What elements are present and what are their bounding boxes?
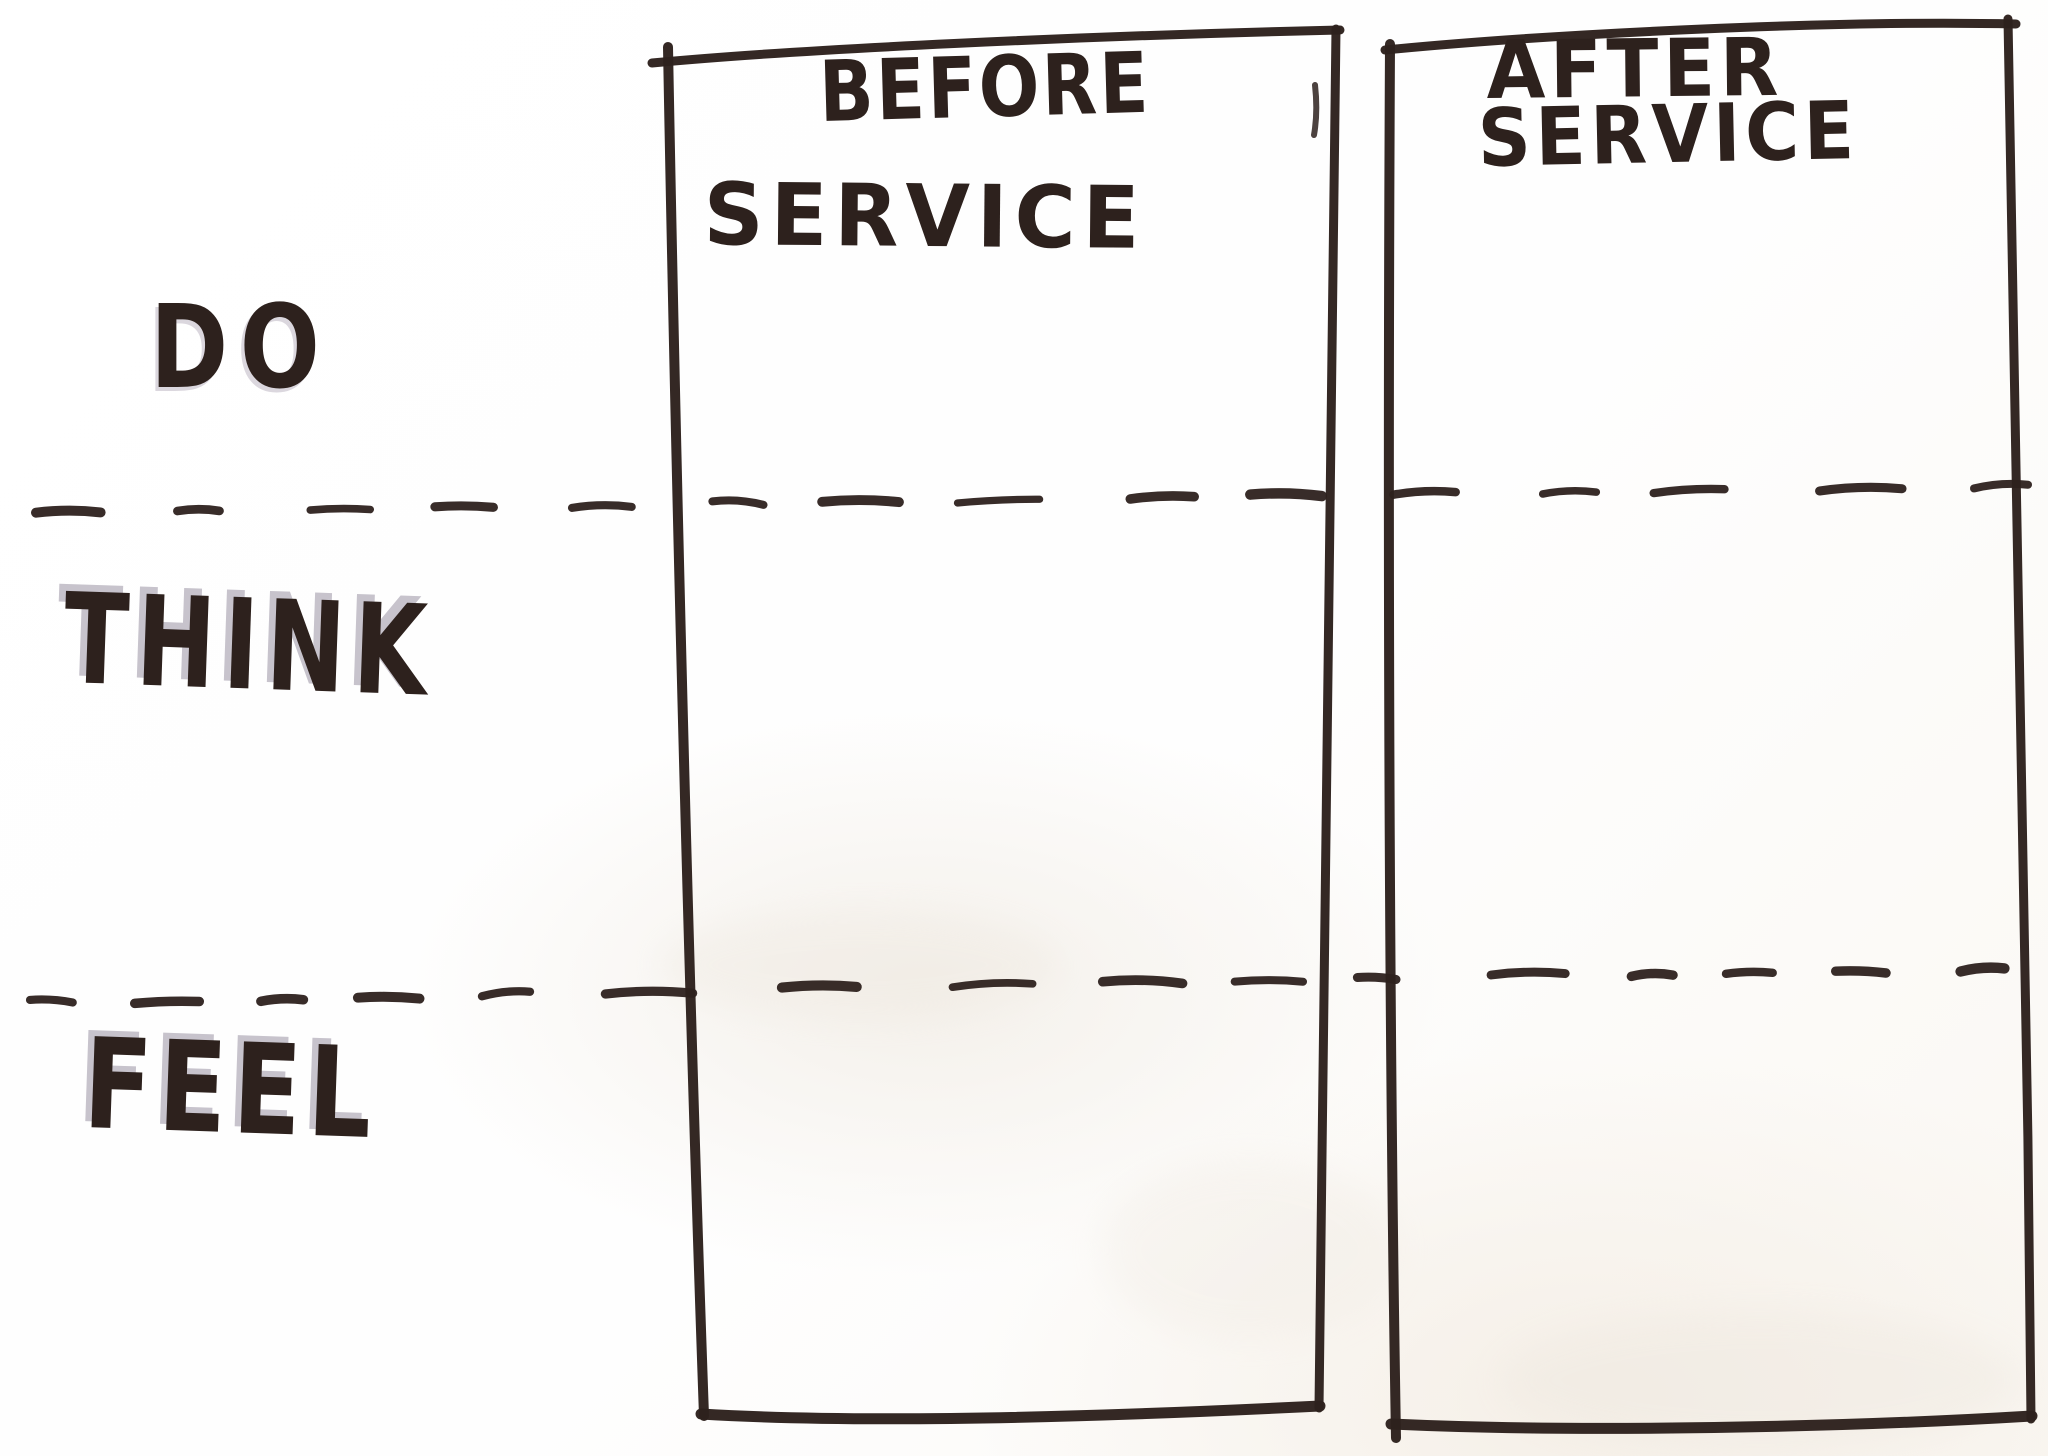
before-service-column-right-edge: [1314, 24, 1341, 1413]
row-label-feel: FEEL: [81, 1012, 381, 1168]
divider-think-feel-dash-10: [1352, 972, 1401, 985]
divider-do-think-dash-13: [1815, 482, 1907, 496]
column-header-after-line2: SERVICE: [1476, 84, 1860, 185]
paper-smudge: [1500, 1310, 2020, 1450]
stray-pen-tick: [1311, 82, 1320, 138]
after-service-column-top-edge: [1380, 18, 2021, 55]
divider-think-feel-dash-9: [1230, 976, 1308, 986]
divider-think-feel-dash-8: [1097, 975, 1188, 989]
divider-do-think-dash-14: [1969, 479, 2033, 493]
before-service-column-left-edge: [663, 42, 709, 1421]
before-service-column-top-edge: [647, 25, 1345, 68]
divider-think-feel-dash-12: [1626, 968, 1678, 982]
divider-do-think-dash-6: [817, 495, 904, 508]
paper-smudge: [660, 910, 1060, 1020]
column-header-before-line2: SERVICE: [703, 165, 1147, 269]
divider-think-feel-dash-4: [477, 987, 535, 1001]
divider-think-feel-dash-2: [256, 993, 309, 1007]
divider-think-feel-dash-6: [776, 980, 862, 993]
divider-do-think-dash-4: [567, 501, 636, 512]
divider-think-feel-dash-14: [1830, 966, 1891, 978]
paper-smudge: [1100, 1160, 1400, 1340]
divider-do-think-dash-10: [1389, 486, 1460, 499]
divider-do-think-dash-5: [708, 496, 768, 509]
divider-do-think-dash-2: [306, 504, 375, 514]
divider-do-think-dash-8: [1125, 491, 1199, 504]
column-header-before-line1: BEFORE: [817, 33, 1153, 141]
divider-do-think-dash-12: [1649, 484, 1729, 498]
divider-think-feel-dash-0: [25, 995, 77, 1007]
divider-think-feel-dash-11: [1486, 967, 1570, 980]
divider-do-think-dash-11: [1538, 486, 1601, 498]
row-label-do: DO: [150, 281, 332, 415]
divider-think-feel-dash-3: [352, 991, 425, 1004]
after-service-column-bottom-edge: [1385, 1410, 2038, 1434]
divider-think-feel-dash-13: [1721, 967, 1777, 979]
divider-do-think-dash-9: [1245, 488, 1328, 502]
divider-do-think-dash-7: [953, 495, 1044, 507]
divider-think-feel-dash-15: [1955, 962, 2010, 977]
after-service-column-left-edge: [1383, 39, 1401, 1443]
divider-think-feel-dash-5: [600, 986, 698, 999]
divider-think-feel-dash-1: [129, 996, 205, 1009]
divider-do-think-dash-0: [31, 505, 106, 518]
before-service-column-bottom-edge: [695, 1400, 1326, 1425]
divider-think-feel-dash-7: [948, 978, 1037, 992]
divider-do-think-dash-3: [430, 501, 498, 512]
divider-do-think-dash-1: [173, 504, 224, 516]
after-service-column-right-edge: [2003, 14, 2036, 1424]
row-label-think: THINK: [61, 567, 437, 725]
